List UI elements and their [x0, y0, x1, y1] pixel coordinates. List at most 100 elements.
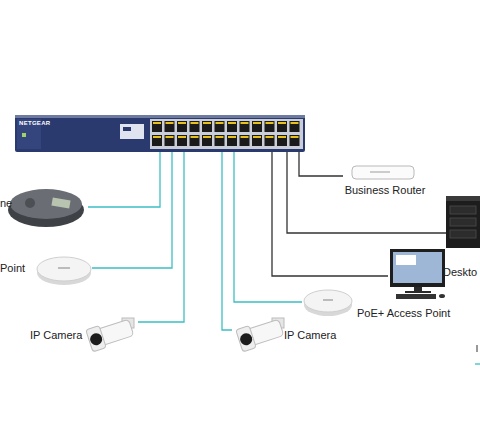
switch-port	[202, 135, 212, 146]
ap-logo	[323, 299, 333, 301]
camera-lens	[239, 332, 254, 347]
access-point-device: PoE+ Access Point	[302, 288, 458, 322]
port-led	[191, 136, 199, 138]
switch-port	[215, 121, 225, 132]
network-cable	[222, 152, 232, 330]
phone-device: ne	[0, 178, 88, 233]
phone-screen	[51, 197, 70, 208]
device-label: Point	[0, 262, 25, 275]
nas-body	[446, 198, 480, 248]
poe-access-point	[304, 290, 352, 316]
switch-port	[252, 135, 262, 146]
switch-port	[265, 135, 275, 146]
nas-bay	[450, 230, 476, 238]
port-led	[166, 136, 174, 138]
switch-port	[265, 121, 275, 132]
desktop-computer	[390, 249, 445, 299]
port-led	[153, 136, 161, 138]
switch-port	[240, 135, 250, 146]
desktop-device: Deskto	[388, 246, 480, 302]
port-panel	[150, 119, 303, 149]
legend-fragment	[477, 345, 478, 352]
network-cable	[272, 152, 388, 276]
conference-phone	[8, 189, 84, 227]
switch-port	[165, 121, 175, 132]
port-led	[216, 136, 224, 138]
switch-top-edge	[15, 115, 305, 118]
switch-port	[152, 135, 162, 146]
device-label: IP Camera	[284, 329, 336, 342]
port-led	[203, 122, 211, 124]
nas-top	[446, 196, 480, 201]
switch-port	[177, 135, 187, 146]
port-led	[178, 122, 186, 124]
port-led	[278, 122, 286, 124]
nas-wire	[287, 152, 446, 233]
ap-top	[304, 290, 352, 312]
port-led	[253, 122, 261, 124]
device-label: PoE+ Access Point	[357, 307, 450, 320]
router-body	[352, 166, 414, 179]
camera-hood	[236, 326, 256, 352]
ip-camera-left	[86, 316, 135, 351]
port-led	[291, 136, 299, 138]
device-label: Business Router	[345, 184, 426, 197]
business-router	[352, 166, 414, 179]
ip-camera-right	[236, 316, 285, 351]
switch-port	[190, 121, 200, 132]
network-switch: NETGEAR	[15, 115, 305, 152]
phone-top	[10, 189, 82, 219]
switch-port	[227, 135, 237, 146]
switch-illustration	[15, 115, 305, 152]
switch-port	[202, 121, 212, 132]
switch-body	[15, 115, 305, 152]
screen-window	[396, 255, 416, 265]
network-cable	[299, 152, 343, 176]
port-led	[241, 136, 249, 138]
switch-port	[290, 121, 300, 132]
device-label: ne	[0, 197, 12, 210]
switch-port	[227, 121, 237, 132]
port-led	[228, 122, 236, 124]
power-led	[22, 133, 26, 137]
switch-port	[152, 121, 162, 132]
port-led	[228, 136, 236, 138]
port-led	[178, 136, 186, 138]
device-label: IP Camera	[30, 329, 82, 342]
ap-top	[37, 257, 91, 281]
switch-port	[277, 135, 287, 146]
poe-badge-mark	[123, 127, 131, 131]
camera-lens	[89, 332, 104, 347]
device-label: Deskto	[443, 266, 477, 279]
port-led	[241, 122, 249, 124]
router-leds	[370, 171, 390, 173]
network-cable	[88, 152, 160, 207]
switch-port	[290, 135, 300, 146]
nas-bay	[450, 206, 476, 214]
network-cable	[138, 152, 184, 322]
network-cable	[234, 152, 302, 302]
port-led	[253, 136, 261, 138]
poe-badge	[120, 124, 144, 139]
switch-port	[277, 121, 287, 132]
port-led	[266, 136, 274, 138]
switch-port	[240, 121, 250, 132]
access-point-left	[37, 257, 91, 285]
monitor-foot	[405, 291, 431, 293]
switch-port	[215, 135, 225, 146]
nas-storage	[287, 152, 480, 248]
switch-port	[190, 135, 200, 146]
switch-port	[165, 135, 175, 146]
port-led	[153, 122, 161, 124]
legend-fragment	[475, 363, 480, 364]
port-led	[203, 136, 211, 138]
port-led	[278, 136, 286, 138]
nas-bay	[450, 218, 476, 226]
port-led	[216, 122, 224, 124]
port-grid	[152, 121, 300, 146]
port-led	[191, 122, 199, 124]
port-led	[166, 122, 174, 124]
camera-hood	[86, 326, 106, 352]
